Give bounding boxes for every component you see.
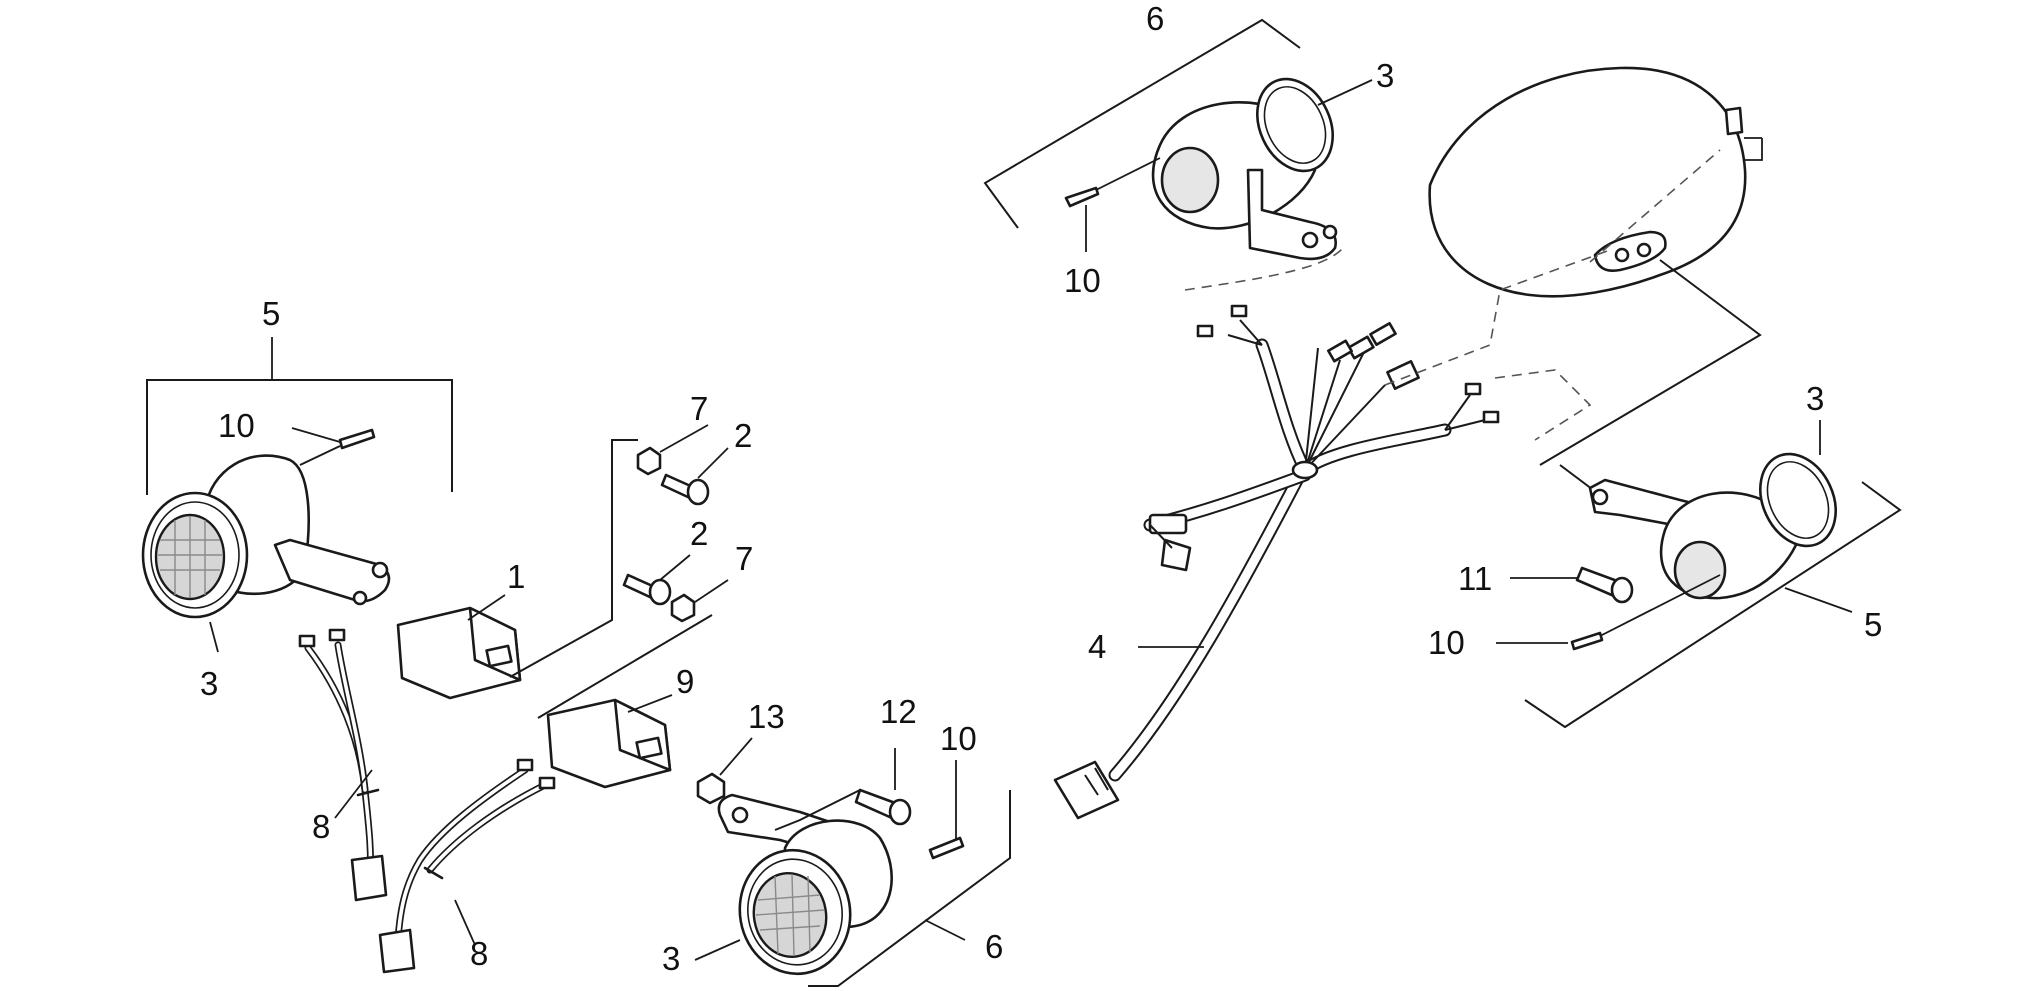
callout-10-mid: 10 (940, 720, 977, 757)
screw-10-left (338, 428, 376, 450)
callout-10-right: 10 (1428, 624, 1465, 661)
callout-7-lower: 7 (735, 540, 753, 577)
rear-fender-cover (1428, 66, 1763, 298)
callout-1: 1 (507, 558, 525, 595)
callout-7-upper: 7 (690, 390, 708, 427)
wiring-harness (1053, 304, 1500, 820)
group-bracket-5-left (146, 379, 453, 495)
callout-2-lower: 2 (690, 515, 708, 552)
harness-main-connector (1053, 760, 1120, 820)
group-bracket-6-top (983, 18, 1301, 229)
callout-3-top: 3 (1376, 57, 1394, 94)
fender-clip (1724, 106, 1744, 136)
callout-6-bottom: 6 (985, 928, 1003, 965)
turn-signal-front-top (983, 18, 1373, 261)
callout-labels: 6 3 10 5 10 3 7 2 2 7 1 9 13 12 10 8 8 3… (200, 0, 1882, 977)
group-bracket-5-right (1524, 481, 1902, 729)
callout-3-left: 3 (200, 665, 218, 702)
fender-lamp-cutout (1593, 230, 1667, 272)
flasher-unit-1 (396, 594, 522, 700)
callout-2-upper: 2 (734, 417, 752, 454)
callout-4: 4 (1088, 628, 1106, 665)
fender-shell (1428, 66, 1747, 298)
turn-signal-rear-right (1496, 420, 1902, 729)
wire-lead-8b (378, 758, 556, 974)
hardware-connection-line (509, 439, 638, 678)
callout-8-right: 8 (470, 935, 488, 972)
turn-signal-rear-left (141, 337, 453, 653)
callout-10-top: 10 (1064, 262, 1101, 299)
flasher-unit-9 (546, 694, 673, 789)
hardware-connection-line (537, 614, 713, 719)
callout-9: 9 (676, 663, 694, 700)
harness-plug-left (1148, 513, 1188, 535)
wire-lead-8a (298, 628, 388, 902)
harness-tie (1291, 460, 1319, 480)
nut-7-lower (670, 593, 696, 623)
callout-3-bottom: 3 (662, 940, 680, 977)
callout-10-left: 10 (218, 407, 255, 444)
callout-6-top: 6 (1146, 0, 1164, 37)
turn-signal-front-bottom (694, 737, 1011, 987)
screw-10-top (1064, 186, 1100, 208)
callout-13: 13 (748, 698, 785, 735)
screw-10-bottom (928, 836, 965, 860)
callout-12: 12 (880, 693, 917, 730)
callout-3-right: 3 (1806, 380, 1824, 417)
housing-opening (1673, 540, 1727, 600)
screw-10-right (1570, 631, 1604, 651)
callout-8-left: 8 (312, 808, 330, 845)
group-bracket-6-bottom (808, 790, 1011, 987)
housing-opening (1160, 146, 1220, 214)
callout-11: 11 (1458, 560, 1492, 597)
hardware-set (622, 424, 729, 623)
callout-5-right: 5 (1864, 606, 1882, 643)
nut-13 (696, 772, 726, 805)
nut-7-upper (636, 446, 662, 476)
callout-5-left: 5 (262, 295, 280, 332)
